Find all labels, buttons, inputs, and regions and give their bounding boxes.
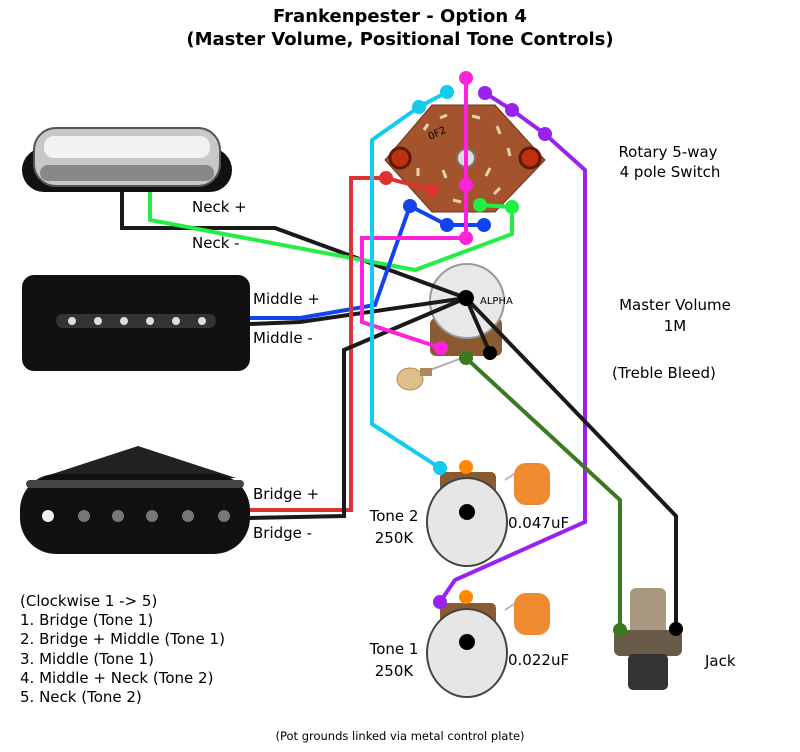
middle-plus-label: Middle + — [253, 290, 320, 308]
wires — [120, 78, 678, 630]
output-jack — [614, 588, 682, 690]
neck-plus-label: Neck + — [192, 198, 247, 216]
position-item: 2. Bridge + Middle (Tone 1) — [20, 630, 225, 648]
solder-points — [379, 71, 683, 650]
jack-label: Jack — [704, 652, 736, 670]
tone2-wire — [370, 90, 448, 470]
bridge-plus-label: Bridge + — [253, 485, 319, 503]
bridge-ground-wire — [249, 296, 467, 520]
tone1-value: 250K — [375, 662, 415, 680]
master-volume-label: Master Volume — [619, 296, 731, 314]
treble-bleed-capacitor — [396, 357, 463, 391]
tone2-capacitor — [514, 463, 550, 505]
tone2-value: 250K — [375, 529, 415, 547]
neck-pickup — [22, 127, 232, 192]
tone1-label: Tone 1 — [369, 640, 419, 658]
position-item: 5. Neck (Tone 2) — [20, 688, 142, 706]
bridge-hot-wire — [250, 176, 433, 512]
middle-minus-label: Middle - — [253, 329, 313, 347]
master-volume-value: 1M — [664, 317, 687, 335]
middle-ground-wire — [249, 296, 467, 326]
tone1-pot — [426, 593, 550, 698]
position-item: 3. Middle (Tone 1) — [20, 650, 154, 668]
tone2-label: Tone 2 — [369, 507, 419, 525]
middle-pickup — [22, 275, 250, 371]
position-item: 1. Bridge (Tone 1) — [20, 611, 153, 629]
tone1-cap-label: 0.022uF — [508, 651, 569, 669]
neck-minus-label: Neck - — [192, 234, 240, 252]
switch-label-1: Rotary 5-way — [618, 143, 717, 161]
diagram-subtitle: (Master Volume, Positional Tone Controls… — [186, 29, 613, 50]
output-wire — [464, 356, 622, 630]
positions-heading: (Clockwise 1 -> 5) — [20, 592, 157, 610]
pot-marking: ALPHA — [480, 296, 513, 307]
tone1-capacitor — [514, 593, 550, 635]
tone2-pot — [426, 463, 550, 567]
bridge-minus-label: Bridge - — [253, 524, 312, 542]
diagram-title: Frankenpester - Option 4 — [273, 6, 527, 27]
volume-ground-wire — [464, 297, 492, 354]
bridge-pickup — [20, 446, 250, 554]
footnote: (Pot grounds linked via metal control pl… — [275, 729, 524, 743]
switch-label-2: 4 pole Switch — [620, 163, 721, 181]
position-item: 4. Middle + Neck (Tone 2) — [20, 669, 213, 687]
treble-bleed-label: (Treble Bleed) — [612, 364, 716, 382]
jack-ground-wire — [464, 296, 678, 629]
tone2-cap-label: 0.047uF — [508, 514, 569, 532]
